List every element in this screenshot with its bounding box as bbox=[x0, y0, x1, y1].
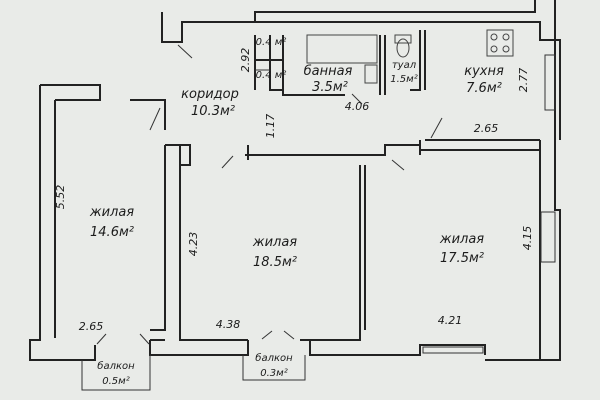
room-area-kuhnya: 7.6м² bbox=[466, 81, 502, 96]
dimension-labels: 2.92 4.06 2.77 2.65 1.17 5.52 4.23 4.15 … bbox=[54, 48, 534, 333]
room-name-kuhnya: кухня bbox=[464, 64, 504, 79]
room-area-balkon-2: 0.3м² bbox=[260, 368, 287, 379]
inner-walls bbox=[150, 30, 540, 341]
dim-4-06: 4.06 bbox=[345, 100, 370, 113]
room-area-balkon-1: 0.5м² bbox=[102, 376, 129, 387]
room-name-zhilaya-1: жилая bbox=[89, 205, 134, 220]
closet-area-1: 0.4 м² bbox=[256, 37, 287, 48]
room-name-koridor: коридор bbox=[181, 87, 239, 102]
room-area-koridor: 10.3м² bbox=[191, 104, 235, 119]
dim-4-23: 4.23 bbox=[187, 232, 200, 257]
room-name-zhilaya-2: жилая bbox=[252, 235, 297, 250]
dim-2-65-b: 2.65 bbox=[79, 320, 104, 333]
room-area-bannaya: 3.5м² bbox=[312, 80, 348, 95]
dim-2-65-a: 2.65 bbox=[474, 122, 499, 135]
room-area-tualet: 1.5м² bbox=[390, 74, 417, 85]
room-area-zhilaya-2: 18.5м² bbox=[253, 255, 297, 270]
room-labels: коридор 10.3м² банная 3.5м² туал 1.5м² к… bbox=[89, 37, 504, 387]
dim-2-77: 2.77 bbox=[517, 68, 530, 93]
outer-walls bbox=[29, 0, 561, 361]
dim-2-92: 2.92 bbox=[239, 48, 252, 73]
room-name-balkon-1: балкон bbox=[97, 360, 135, 372]
room-name-tualet: туал bbox=[392, 60, 417, 71]
balconies bbox=[81, 355, 306, 391]
fixtures bbox=[255, 29, 514, 84]
windows bbox=[422, 54, 556, 354]
room-name-bannaya: банная bbox=[304, 64, 353, 79]
room-name-zhilaya-3: жилая bbox=[439, 232, 484, 247]
doors bbox=[96, 44, 443, 345]
dim-4-15: 4.15 bbox=[521, 226, 534, 251]
room-area-zhilaya-3: 17.5м² bbox=[440, 251, 484, 266]
closet-area-2: 0.4 м² bbox=[256, 70, 287, 81]
dim-5-52: 5.52 bbox=[54, 185, 67, 210]
room-name-balkon-2: балкон bbox=[255, 352, 293, 364]
dim-4-21: 4.21 bbox=[438, 314, 463, 327]
room-area-zhilaya-1: 14.6м² bbox=[90, 225, 134, 240]
dim-1-17: 1.17 bbox=[264, 114, 277, 139]
dim-4-38: 4.38 bbox=[216, 318, 241, 331]
